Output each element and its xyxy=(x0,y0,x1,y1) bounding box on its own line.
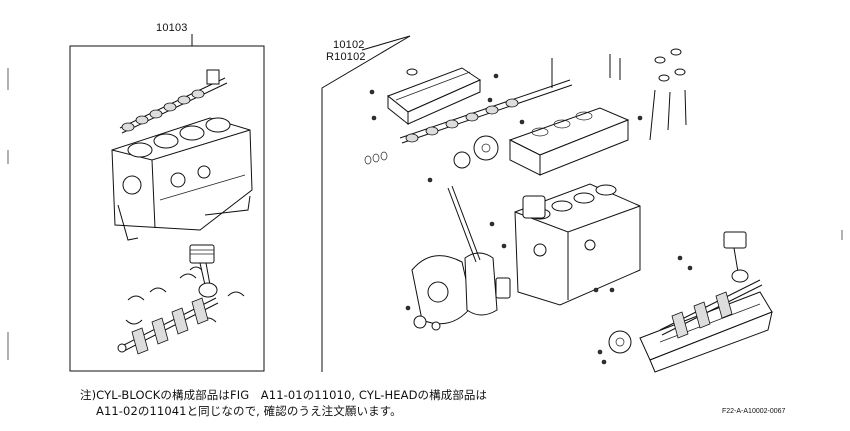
part-number-10102: 10102 xyxy=(333,39,365,51)
piston-conrod-icon xyxy=(189,244,218,298)
right-cylinder-block-icon xyxy=(514,183,641,306)
right-piston-icon xyxy=(723,231,749,283)
cylinder-head-icon xyxy=(508,107,630,176)
crankshaft-icon xyxy=(117,297,219,355)
figure-code: F22-A-A10002-0067 xyxy=(722,408,786,415)
note-line-1: 注)CYL-BLOCKの構成部品はFIG A11-01の11010, CYL-H… xyxy=(80,388,488,402)
note-line-2: A11-02の11041と同じなので, 確認のうえ注文願います。 xyxy=(96,404,402,418)
oil-pump-icon xyxy=(413,277,511,331)
part-number-r10102: R10102 xyxy=(326,51,366,63)
camshaft-icon xyxy=(119,69,228,134)
cylinder-block-icon xyxy=(111,117,253,241)
part-number-10103: 10103 xyxy=(156,22,188,34)
right-camshaft-icon xyxy=(399,79,573,144)
crank-pulley-icon xyxy=(608,330,632,354)
oil-pan-icon xyxy=(639,291,773,373)
right-box xyxy=(321,35,411,372)
margin-marks xyxy=(7,68,843,360)
dipstick-icon xyxy=(447,185,481,263)
left-box xyxy=(69,34,265,372)
fasteners-icon xyxy=(364,54,693,365)
bearing-shells-icon xyxy=(125,273,245,325)
timing-cover-icon xyxy=(411,252,498,325)
right-crankshaft-icon xyxy=(659,279,763,339)
valve-springs-icon xyxy=(649,48,687,141)
valve-cover-icon xyxy=(387,67,482,126)
timing-gear-icon xyxy=(453,135,499,169)
